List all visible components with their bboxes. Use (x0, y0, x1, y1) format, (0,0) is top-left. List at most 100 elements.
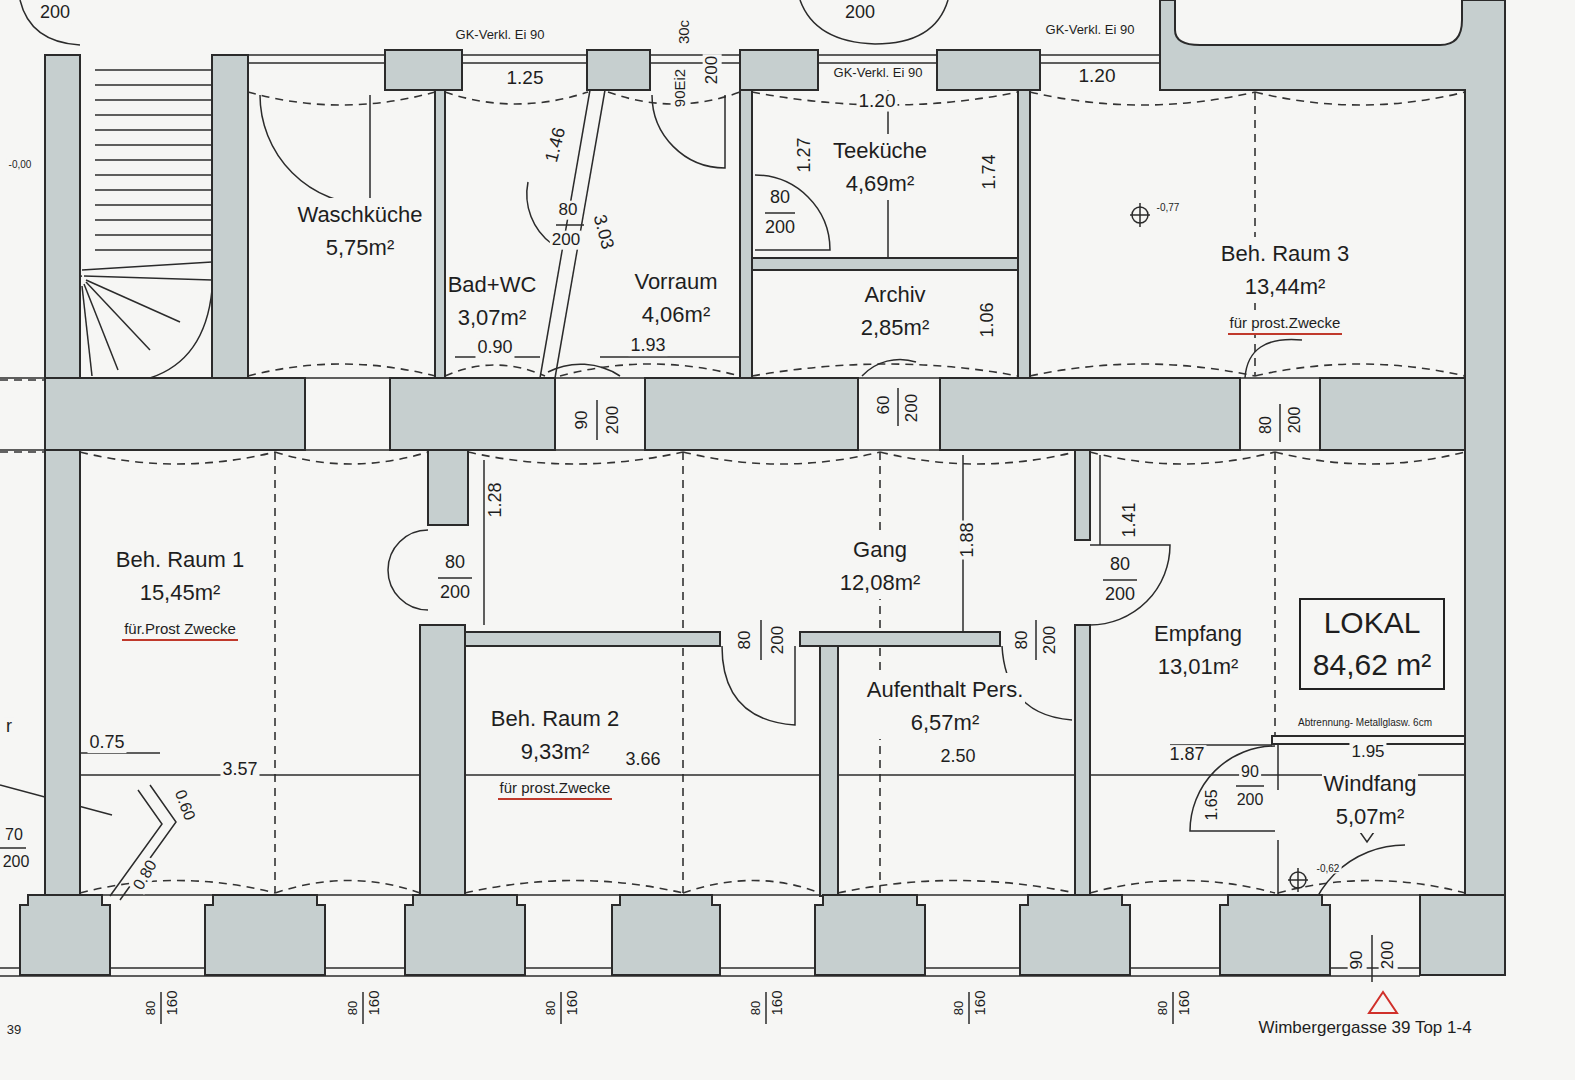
room-area: 6,57m² (865, 706, 1026, 739)
dimension-label: -0,00 (7, 159, 34, 170)
dimension-label: 1.27 (795, 135, 815, 174)
dimension-label: 80 (952, 999, 966, 1017)
dimension-label: 200 (769, 624, 788, 656)
dimension-label: 90 (573, 409, 592, 432)
dimension-label: 2.50 (938, 747, 977, 767)
dimension-label: 3.66 (623, 750, 662, 770)
dimension-label: 200 (38, 3, 72, 23)
room-label: Vorraum4,06m² (632, 265, 719, 331)
dimension-label: 80 (749, 999, 763, 1017)
room-label: Gang12,08m² (838, 533, 923, 599)
entrance-marker (1369, 992, 1397, 1013)
room-name: Beh. Raum 3 (1219, 237, 1351, 270)
room-label: Archiv2,85m² (859, 278, 931, 344)
dimension-label: 70 (3, 826, 25, 844)
dimension-label: Wimbergergasse 39 Top 1-4 (1256, 1019, 1473, 1038)
usage-note: für prost.Zwecke (498, 778, 613, 800)
dimension-label: 1.06 (978, 300, 998, 339)
room-area: 84,62 m² (1311, 644, 1433, 686)
room-name: Bad+WC (446, 268, 539, 301)
total-area-box: LOKAL84,62 m² (1299, 598, 1445, 690)
room-area: 4,06m² (632, 298, 719, 331)
room-name: LOKAL (1311, 602, 1433, 644)
dimension-label: 200 (1286, 405, 1304, 436)
dimension-label: 160 (769, 988, 786, 1017)
dimension-label: GK-Verkl. Ei 90 (454, 28, 547, 42)
dimension-label: GK-Verkl. Ei 90 (1044, 23, 1137, 37)
dimension-label: 80 (1013, 629, 1032, 652)
dimension-label: 160 (1176, 988, 1193, 1017)
room-area: 9,33m² (489, 735, 621, 768)
dimension-label: 80 (768, 188, 792, 208)
room-area: 3,07m² (446, 301, 539, 334)
partition-lines (1277, 744, 1279, 895)
room-area: 13,44m² (1219, 270, 1351, 303)
dimension-label: r (4, 717, 14, 737)
dimension-label: 1.41 (1120, 500, 1140, 539)
dimension-label: 90 (1239, 763, 1261, 781)
room-name: Aufenthalt Pers. (865, 673, 1026, 706)
dimension-label: 80 (1257, 414, 1275, 436)
dimension-label: 80 (144, 999, 158, 1017)
dimension-label: 80 (443, 553, 467, 573)
dimension-label: 1.95 (1349, 743, 1386, 762)
dimension-label: 160 (564, 988, 581, 1017)
dimension-label: 90 (1348, 949, 1367, 972)
room-label: Windfang5,07m² (1322, 767, 1419, 833)
dimension-label: -0,62 (1315, 863, 1342, 874)
dimension-label: 200 (1379, 939, 1398, 971)
dimension-label: 80 (736, 629, 755, 652)
dimension-label: 1.25 (505, 68, 546, 89)
room-name: Beh. Raum 1 (114, 543, 246, 576)
room-area: 5,07m² (1322, 800, 1419, 833)
room-name: Windfang (1322, 767, 1419, 800)
walls (20, 0, 1505, 975)
room-name: Vorraum (632, 265, 719, 298)
thin-lines (0, 0, 1465, 1024)
room-name: Beh. Raum 2 (489, 702, 621, 735)
dimension-label: 160 (366, 988, 383, 1017)
room-label: Empfang13,01m² (1152, 617, 1244, 683)
usage-note: für prost.Zwecke (1228, 313, 1343, 335)
room-name: Waschküche (295, 198, 424, 231)
dimension-label: 200 (703, 54, 722, 86)
room-label: Bad+WC3,07m² (446, 268, 539, 334)
room-label: Waschküche5,75m² (295, 198, 424, 264)
dimension-label: 0.60 (171, 785, 200, 824)
room-area: 2,85m² (859, 311, 931, 344)
dimension-label: 0.75 (87, 733, 126, 753)
dimension-label: 80 (557, 201, 580, 220)
dimension-label: 200 (1041, 624, 1060, 656)
dimension-label: 0.90 (475, 338, 514, 358)
dimension-label: 3.57 (220, 760, 259, 780)
dimension-label: 60 (875, 394, 894, 417)
room-area: 4,69m² (831, 167, 929, 200)
dimension-label: 80 (1156, 999, 1170, 1017)
room-label: Aufenthalt Pers.6,57m² (865, 673, 1026, 739)
room-name: Archiv (859, 278, 931, 311)
dimension-label: 200 (604, 404, 623, 436)
dimension-label: 200 (903, 392, 922, 424)
dimension-label: 1.93 (628, 336, 667, 356)
dimension-label: 160 (164, 988, 181, 1017)
dimension-label: 3.03 (588, 211, 617, 254)
dimension-label: 90Ei2 (672, 67, 689, 109)
dimension-label: 1.88 (958, 520, 978, 559)
dimension-label: 200 (438, 583, 472, 603)
room-area: 13,01m² (1152, 650, 1244, 683)
dimension-label: 200 (1103, 585, 1137, 605)
dimension-label: 1.28 (486, 480, 506, 519)
room-area: 15,45m² (114, 576, 246, 609)
dimension-label: 80 (1108, 555, 1132, 575)
room-label: Beh. Raum 115,45m²für.Prost Zwecke (114, 543, 246, 641)
room-area: 12,08m² (838, 566, 923, 599)
room-label: Beh. Raum 29,33m² für prost.Zwecke (489, 702, 621, 800)
dimension-label: 1.65 (1203, 787, 1221, 822)
room-area: 5,75m² (295, 231, 424, 264)
room-name: Empfang (1152, 617, 1244, 650)
room-name: Teeküche (831, 134, 929, 167)
dimension-label: 39 (5, 1023, 23, 1037)
